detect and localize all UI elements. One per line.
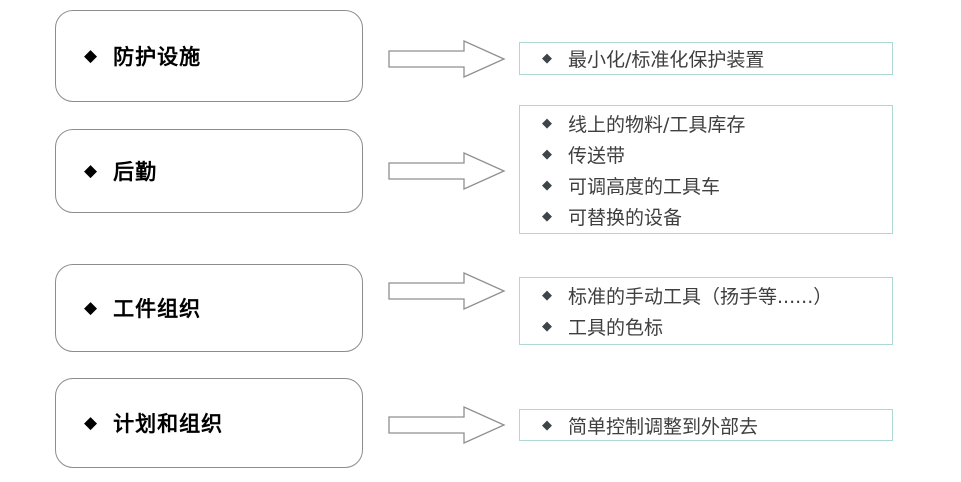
category-label-3: 工件组织 (113, 297, 202, 321)
detail-box-3[interactable]: ◆ 标准的手动工具（扬手等......） ◆ 工具的色标 (519, 277, 893, 345)
detail-text: 简单控制调整到外部去 (568, 415, 759, 438)
detail-item: ◆ 最小化/标准化保护装置 (542, 43, 892, 74)
detail-text: 可替换的设备 (568, 206, 683, 229)
category-box-3[interactable]: ◆ 工件组织 (55, 264, 363, 352)
diamond-bullet-icon: ◆ (542, 115, 552, 131)
detail-item: ◆ 工具的色标 (542, 311, 892, 342)
right-block-arrow-icon (388, 152, 506, 190)
diamond-bullet-icon: ◆ (84, 297, 98, 318)
diamond-bullet-icon: ◆ (542, 288, 552, 303)
detail-text: 工具的色标 (568, 317, 664, 339)
detail-item: ◆ 简单控制调整到外部去 (542, 410, 892, 440)
detail-item: ◆ 标准的手动工具（扬手等......） (542, 280, 892, 311)
detail-text: 可调高度的工具车 (568, 175, 721, 198)
diamond-bullet-icon: ◆ (84, 160, 98, 181)
flow-arrow-4 (388, 406, 506, 444)
detail-box-1[interactable]: ◆ 最小化/标准化保护装置 (519, 42, 893, 75)
flow-arrow-3 (388, 272, 506, 310)
flow-arrow-1 (388, 40, 506, 78)
detail-text: 标准的手动工具（扬手等......） (568, 286, 833, 308)
detail-item: ◆ 可替换的设备 (542, 201, 892, 232)
detail-item: ◆ 传送带 (542, 139, 892, 170)
category-content-3: ◆ 工件组织 (56, 293, 201, 323)
detail-box-2[interactable]: ◆ 线上的物料/工具库存 ◆ 传送带 ◆ 可调高度的工具车 ◆ 可替换的设备 (519, 105, 893, 234)
category-content-4: ◆ 计划和组织 (56, 408, 223, 438)
diamond-bullet-icon: ◆ (542, 51, 552, 66)
diamond-bullet-icon: ◆ (542, 417, 552, 433)
detail-item: ◆ 可调高度的工具车 (542, 170, 892, 201)
right-block-arrow-icon (388, 40, 506, 78)
right-block-arrow-icon (388, 406, 506, 444)
detail-box-4[interactable]: ◆ 简单控制调整到外部去 (519, 409, 893, 441)
category-content-1: ◆ 防护设施 (56, 41, 201, 71)
detail-text: 传送带 (568, 144, 626, 167)
diamond-bullet-icon: ◆ (542, 177, 552, 193)
category-label-4: 计划和组织 (113, 412, 224, 436)
category-box-2[interactable]: ◆ 后勤 (55, 129, 363, 213)
category-content-2: ◆ 后勤 (56, 156, 157, 186)
diamond-bullet-icon: ◆ (542, 319, 552, 334)
right-block-arrow-icon (388, 272, 506, 310)
category-label-2: 后勤 (113, 160, 158, 184)
diamond-bullet-icon: ◆ (84, 412, 98, 433)
category-box-4[interactable]: ◆ 计划和组织 (55, 378, 363, 468)
diamond-bullet-icon: ◆ (542, 146, 552, 162)
diamond-bullet-icon: ◆ (84, 45, 98, 66)
detail-item: ◆ 线上的物料/工具库存 (542, 108, 892, 139)
diamond-bullet-icon: ◆ (542, 208, 552, 224)
flow-arrow-2 (388, 152, 506, 190)
detail-text: 最小化/标准化保护装置 (568, 49, 765, 71)
category-label-1: 防护设施 (113, 45, 202, 69)
detail-text: 线上的物料/工具库存 (568, 113, 746, 136)
category-box-1[interactable]: ◆ 防护设施 (55, 10, 363, 102)
